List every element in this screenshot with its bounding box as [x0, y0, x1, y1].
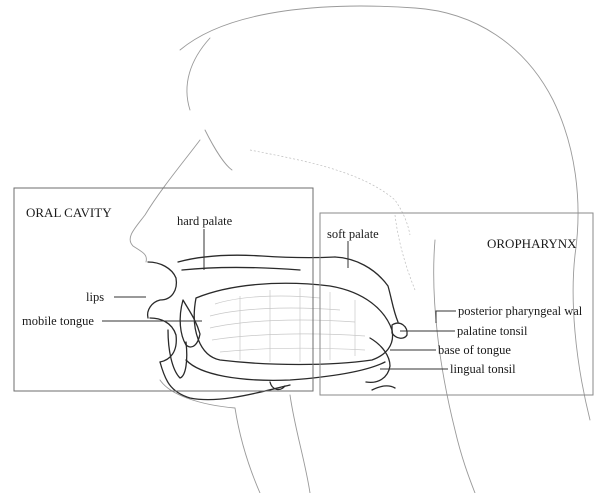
pharynx-contour [395, 215, 415, 290]
oral-cavity-title: ORAL CAVITY [26, 206, 112, 220]
label-posterior-pharyngeal-wall: posterior pharyngeal wal [458, 304, 582, 318]
lower-lip [150, 318, 176, 362]
chin-neck-outline [160, 380, 260, 493]
nasal-cavity-contour [250, 150, 410, 235]
hard-palate-outline [178, 255, 335, 262]
jaw-bone [168, 330, 187, 378]
forehead-outline [187, 38, 210, 110]
label-hard-palate: hard palate [177, 214, 232, 228]
label-palatine-tonsil: palatine tonsil [457, 324, 527, 338]
label-lingual-tonsil: lingual tonsil [450, 362, 516, 376]
tongue-tip [180, 300, 200, 347]
mandible [186, 360, 385, 380]
label-soft-palate: soft palate [327, 227, 379, 241]
tongue-outline [194, 283, 392, 364]
label-base-of-tongue: base of tongue [438, 343, 511, 357]
label-lips: lips [86, 290, 104, 304]
brow-outline [205, 130, 232, 170]
upper-lip [148, 262, 177, 318]
hard-palate-inner [182, 267, 300, 270]
throat-outline [290, 395, 310, 493]
face-profile-outline [130, 140, 200, 262]
epiglottis [372, 386, 395, 390]
leader-posterior-pharyngeal-wall [436, 311, 456, 323]
label-mobile-tongue: mobile tongue [22, 314, 94, 328]
oropharynx-title: OROPHARYNX [487, 237, 577, 251]
